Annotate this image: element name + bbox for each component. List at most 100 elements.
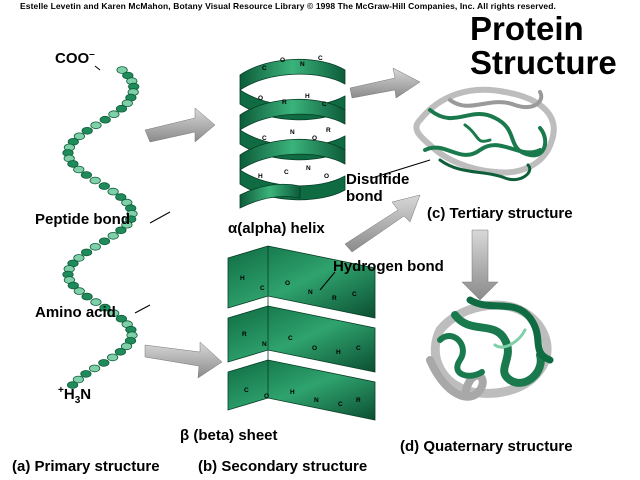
svg-text:H: H: [258, 173, 263, 180]
svg-text:C: C: [262, 135, 267, 142]
alpha-helix-label: α(alpha) helix: [228, 220, 325, 237]
credit-line: Estelle Levetin and Karen McMahon, Botan…: [20, 1, 557, 11]
amino-acid-bead: [80, 171, 93, 179]
svg-text:H: H: [240, 275, 245, 282]
secondary-structure-label: (b) Secondary structure: [198, 458, 368, 475]
amino-acid-bead: [81, 292, 93, 301]
amino-acid-bead: [67, 381, 79, 389]
svg-text:C: C: [288, 335, 293, 342]
amino-acid-bead: [73, 287, 85, 295]
amino-acid-bead: [121, 99, 133, 107]
amino-acid-label: Amino acid: [35, 304, 116, 321]
amino-acid-bead: [107, 353, 119, 362]
svg-text:O: O: [285, 280, 290, 287]
amino-acid-bead: [108, 309, 120, 318]
svg-text:O: O: [258, 95, 263, 102]
tertiary-structure-label: (c) Tertiary structure: [427, 205, 573, 222]
arrow-primary-to-sheet: [144, 341, 223, 379]
amino-acid-bead: [89, 243, 101, 251]
amino-acid-bead: [73, 132, 86, 141]
amino-acid-bead: [99, 303, 111, 312]
amino-acid-bead: [114, 347, 127, 356]
svg-text:O: O: [312, 135, 317, 142]
amino-acid-bead: [81, 127, 93, 135]
peptide-bond-label: Peptide bond: [35, 211, 130, 228]
svg-text:O: O: [312, 345, 317, 352]
svg-text:R: R: [332, 295, 337, 302]
svg-text:N: N: [308, 289, 313, 296]
quaternary-structure-label: (d) Quaternary structure: [400, 438, 573, 455]
amino-acid-bead: [67, 160, 79, 168]
amino-acid-bead: [121, 220, 133, 229]
svg-text:N: N: [262, 341, 267, 348]
svg-text:H: H: [305, 93, 310, 100]
tertiary-structure-ribbon: [413, 86, 557, 181]
amino-acid-bead: [115, 104, 128, 113]
arrow-primary-to-helix: [144, 107, 216, 143]
amino-acid-bead: [90, 121, 102, 130]
amino-acid-bead: [80, 370, 92, 378]
amino-acid-bead: [89, 176, 101, 185]
amino-acid-bead: [81, 248, 93, 257]
svg-text:O: O: [264, 393, 269, 400]
svg-text:R: R: [282, 99, 287, 106]
amino-acid-bead: [90, 298, 102, 306]
amino-acid-bead: [116, 66, 128, 74]
amino-acid-bead: [115, 226, 127, 235]
disulfide-label-line-1: Disulfide: [346, 171, 410, 188]
primary-structure-chain: [62, 66, 140, 389]
amino-acid-bead: [98, 182, 110, 190]
disulfide-label-line-2: bond: [346, 188, 383, 205]
svg-text:C: C: [262, 65, 267, 72]
coo-label: COO–: [55, 49, 95, 67]
amino-acid-bead: [115, 314, 128, 323]
svg-text:C: C: [356, 345, 361, 352]
amino-acid-bead: [98, 237, 111, 246]
svg-text:O: O: [324, 173, 329, 180]
svg-text:H: H: [290, 389, 295, 396]
arrow-sheet-to-tertiary: [344, 194, 421, 253]
arrow-helix-to-tertiary: [349, 67, 421, 99]
svg-text:O: O: [280, 57, 285, 64]
hydrogen-bond-label: Hydrogen bond: [333, 258, 444, 275]
primary-structure-label: (a) Primary structure: [12, 458, 160, 475]
svg-text:N: N: [300, 61, 305, 68]
amino-acid-bead: [67, 281, 79, 290]
svg-text:N: N: [306, 165, 311, 172]
beta-sheet-pleats: H C O N R C R N C O H C C O H N C R: [227, 245, 376, 421]
amino-acid-bead: [73, 254, 85, 262]
quaternary-structure-ribbon: [426, 296, 554, 401]
amino-acid-bead: [108, 110, 120, 118]
svg-text:C: C: [284, 169, 289, 176]
title-line-2: Structure: [470, 44, 617, 81]
h3n-label: +H3N: [58, 385, 92, 406]
amino-acid-bead: [73, 165, 85, 174]
svg-text:N: N: [290, 129, 295, 136]
svg-text:C: C: [338, 401, 343, 408]
amino-acid-bead: [89, 364, 101, 373]
amino-acid-bead: [99, 115, 111, 124]
beta-sheet-label: β (beta) sheet: [180, 427, 278, 444]
amino-acid-bead: [115, 193, 127, 201]
svg-text:R: R: [356, 397, 361, 404]
alpha-helix-ribbon: C O N C O R H C C N O R H C N O: [239, 55, 346, 209]
svg-text:N: N: [314, 397, 319, 404]
amino-acid-bead: [107, 232, 119, 240]
svg-text:C: C: [318, 55, 323, 62]
svg-text:C: C: [260, 285, 265, 292]
svg-text:R: R: [326, 127, 331, 134]
svg-text:C: C: [322, 101, 327, 108]
svg-text:R: R: [242, 331, 247, 338]
amino-acid-bead: [98, 359, 110, 367]
title-line-1: Protein: [470, 10, 584, 47]
svg-text:H: H: [336, 349, 341, 356]
svg-text:C: C: [352, 291, 357, 298]
amino-acid-bead: [72, 375, 85, 384]
amino-acid-bead: [107, 187, 119, 196]
leader-lines: [94, 65, 431, 314]
arrow-tertiary-to-quaternary: [461, 229, 499, 301]
amino-acid-bead: [120, 342, 133, 351]
svg-text:C: C: [244, 387, 249, 394]
